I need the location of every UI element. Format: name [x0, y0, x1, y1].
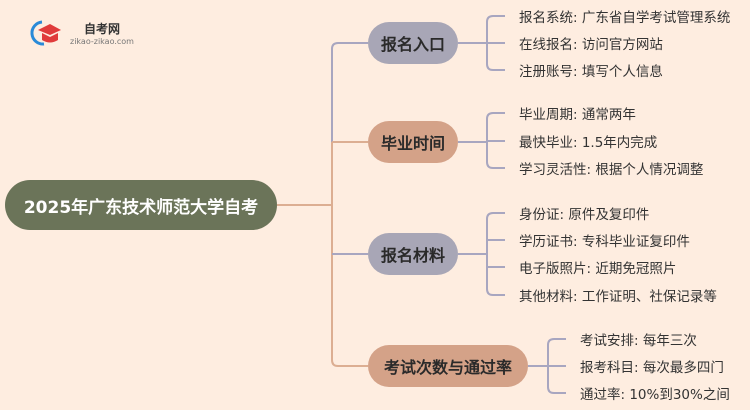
branch-exam-frequency-pass-rate[interactable]: 考试次数与通过率 [368, 345, 528, 387]
leaf-item: 报名系统: 广东省自学考试管理系统 [519, 10, 731, 26]
leaf-item: 学历证书: 专科毕业证复印件 [519, 234, 690, 250]
leaf-item: 考试安排: 每年三次 [580, 333, 697, 349]
leaf-item: 电子版照片: 近期免冠照片 [519, 261, 677, 277]
leaf-item: 其他材料: 工作证明、社保记录等 [519, 289, 717, 305]
logo-name: 自考网 [83, 22, 120, 36]
leaf-item: 毕业周期: 通常两年 [519, 107, 636, 123]
leaf-item: 最快毕业: 1.5年内完成 [519, 135, 658, 151]
branch-registration-materials[interactable]: 报名材料 [368, 233, 458, 275]
branch-graduation-time[interactable]: 毕业时间 [368, 121, 458, 163]
leaf-item: 身份证: 原件及复印件 [519, 207, 650, 223]
leaf-item: 通过率: 10%到30%之间 [580, 387, 730, 403]
logo-url: zikao-zikao.com [70, 37, 134, 46]
branch-registration-entry[interactable]: 报名入口 [368, 22, 458, 64]
leaf-item: 报考科目: 每次最多四门 [580, 360, 724, 376]
leaf-item: 注册账号: 填写个人信息 [519, 64, 663, 80]
graduation-cap-icon [30, 20, 61, 46]
leaf-item: 在线报名: 访问官方网站 [519, 37, 663, 53]
leaf-item: 学习灵活性: 根据个人情况调整 [519, 162, 704, 178]
logo: 自考网 zikao-zikao.com [30, 20, 134, 46]
central-topic[interactable]: 2025年广东技术师范大学自考 [5, 180, 277, 230]
